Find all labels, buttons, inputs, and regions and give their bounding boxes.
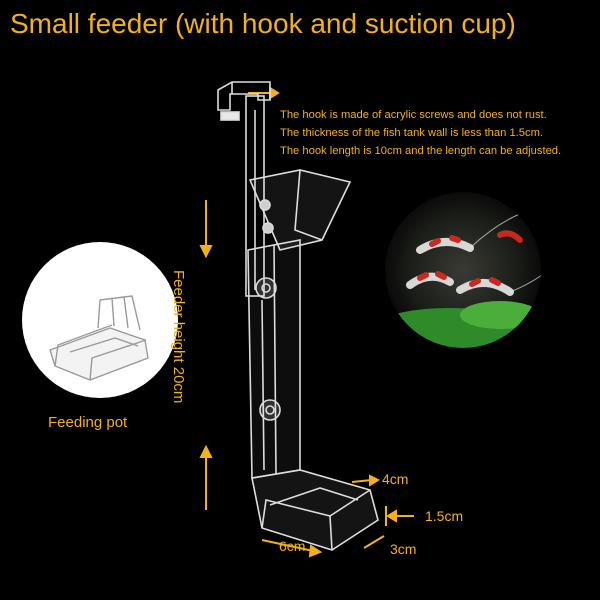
dimension-4cm-label: 4cm: [382, 471, 409, 487]
dimension-marker-icon: [261, 474, 414, 558]
hook-description: The hook is made of acrylic screws and d…: [280, 106, 598, 160]
dimension-1-5cm-label: 1.5cm: [425, 508, 464, 524]
feeder-device: [217, 81, 379, 551]
description-line: The hook length is 10cm and the length c…: [280, 145, 562, 157]
feeder-height-label: Feeder height 20cm: [170, 270, 187, 404]
description-line: The hook is made of acrylic screws and d…: [280, 109, 547, 121]
feeding-pot-label: Feeding pot: [48, 414, 128, 431]
description-line: The thickness of the fish tank wall is l…: [280, 127, 544, 139]
height-arrow-icon: [199, 200, 213, 510]
feeding-pot-photo: [22, 242, 178, 398]
dimension-6cm-label: 6cm: [279, 538, 306, 554]
page-title: Small feeder (with hook and suction cup): [10, 8, 516, 39]
dimension-3cm-label: 3cm: [390, 541, 417, 557]
shrimp-photo: [385, 192, 541, 348]
